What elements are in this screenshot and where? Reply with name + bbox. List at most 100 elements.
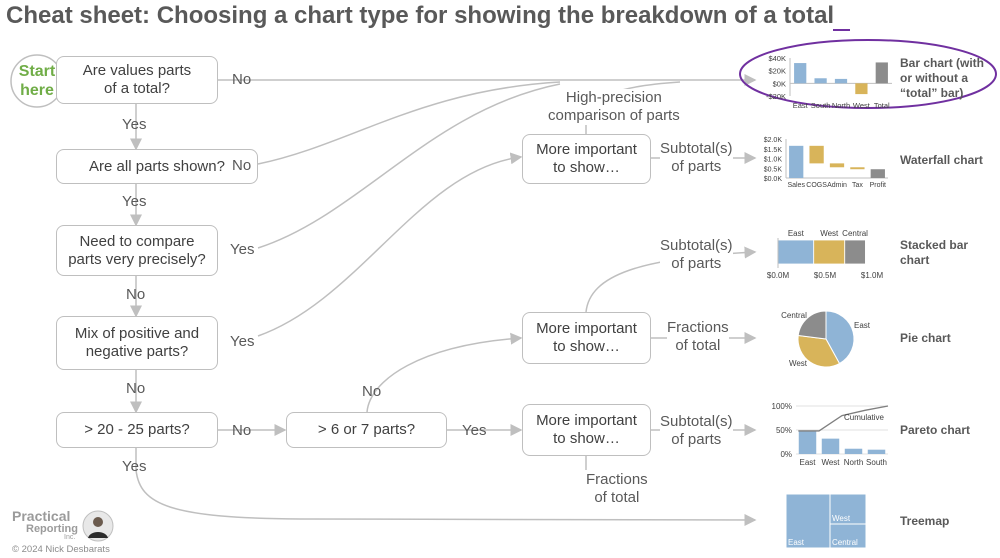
logo-practical: Practical [12,508,71,524]
start-here-label: Start here [18,63,56,99]
waterfall-y-tick: $1.5K [764,147,783,154]
logo-reporting: Reporting [26,523,78,535]
logo-inc: Inc. [64,534,76,541]
label-no-6: No [362,383,382,400]
stacked-x-tick: $0.5M [814,271,837,280]
bar-chart-bar-total [875,62,888,84]
bar-y-tick: $40K [768,54,786,63]
chart-name-bar: Bar chart (with or without a “total” bar… [900,56,985,100]
treemap-tile-central [829,523,867,549]
pareto-bar-east [798,430,817,454]
waterfall-y-tick: $0.0K [764,176,783,183]
label-yes-2: Yes [122,193,147,210]
question-more-important-1: More important to show… [522,134,651,184]
waterfall-x-tick: Sales [787,182,805,189]
author-avatar [82,510,114,542]
label-no-3: No [126,286,146,303]
pie-slice-label: Central [781,311,807,320]
bar-x-tick: West [853,101,871,110]
stacked-x-tick: $1.0M [861,271,884,280]
bar-chart-bar-west [855,83,868,95]
question-over-20-parts: > 20 - 25 parts? [56,412,218,448]
pie-slice-label: East [854,321,871,330]
stacked-segment-west [813,239,846,265]
label-no-5: No [232,422,252,439]
edge-q6-m2 [366,332,523,413]
waterfall-y-tick: $1.0K [764,157,783,164]
edge-q4-m1 [257,152,523,337]
label-fractions-pie: Fractions of total [667,319,729,355]
pie-slice-west [797,334,841,368]
label-no-1: No [232,71,252,88]
edge-q5-treemap [135,448,757,526]
label-yes-5: Yes [462,422,487,439]
treemap-label-west: West [832,514,851,523]
waterfall-x-tick: COGS [806,182,827,189]
pareto-y-tick: 50% [776,426,792,435]
label-fractions-treemap: Fractions of total [586,471,648,507]
waterfall-x-tick: Profit [870,182,886,189]
chart-name-waterfall: Waterfall chart [900,153,983,167]
pareto-x-tick: West [821,458,840,467]
question-more-important-3: More important to show… [522,404,651,456]
pie-slice-east [825,310,855,365]
label-yes-1: Yes [122,116,147,133]
bar-x-tick: East [793,101,809,110]
label-subtotals-waterfall: Subtotal(s) of parts [660,140,733,176]
stacked-segment-east [777,239,815,265]
question-all-parts-shown: Are all parts shown? [56,149,258,184]
waterfall-x-tick: Tax [852,182,863,189]
bar-y-tick: $20K [768,67,786,76]
waterfall-bar-profit [870,169,885,178]
bar-x-tick: Total [874,101,890,110]
question-parts-of-total: Are values parts of a total? [56,56,218,104]
label-subtotals-pareto: Subtotal(s) of parts [660,413,733,449]
bar-chart-highlight [739,39,997,109]
stacked-x-tick: $0.0M [767,271,790,280]
waterfall-x-tick: Admin [827,182,847,189]
question-compare-precisely: Need to compare parts very precisely? [56,225,218,276]
label-subtotals-stacked: Subtotal(s) of parts [660,237,733,273]
edge-q2-bar [257,81,561,165]
waterfall-y-tick: $0.5K [764,166,783,173]
pareto-x-tick: East [799,458,816,467]
pie-slice-label: West [789,359,808,368]
edge-q3-bar [257,83,561,249]
bar-x-tick: North [832,101,850,110]
bar-chart-bar-north [834,78,848,84]
pareto-y-tick: 100% [772,402,792,411]
pareto-cumulative-line [798,405,889,432]
label-no-2: No [232,157,252,174]
label-no-4: No [126,380,146,397]
pareto-y-tick: 0% [780,450,792,459]
bar-chart-bar-south [814,78,827,84]
pareto-x-tick: North [844,458,864,467]
pareto-cumulative-label: Cumulative [844,413,885,422]
waterfall-bar-tax [850,167,865,170]
stacked-segment-label: Central [842,229,868,238]
label-high-precision: High-precision comparison of parts [548,89,680,125]
page-title: Cheat sheet: Choosing a chart type for s… [6,2,835,29]
treemap-label-east: East [788,538,805,547]
bar-chart-bar-east [794,63,807,84]
waterfall-bar-cogs [809,145,824,164]
bar-y-tick: -$20K [766,92,786,101]
question-over-6-parts: > 6 or 7 parts? [286,412,447,448]
pareto-bar-north [844,448,863,454]
chart-name-pie: Pie chart [900,331,951,345]
stacked-segment-label: East [788,229,805,238]
pareto-bar-west [821,438,840,454]
waterfall-y-tick: $2.0K [764,137,783,144]
copyright-footer: © 2024 Nick Desbarats [12,544,110,555]
pareto-x-tick: South [866,458,887,467]
pie-slice-central [797,310,827,340]
label-yes-4: Yes [230,333,255,350]
label-yes-6: Yes [122,458,147,475]
treemap-tile-west [829,493,867,525]
question-positive-negative: Mix of positive and negative parts? [56,316,218,370]
chart-name-treemap: Treemap [900,514,950,528]
chart-name-pareto: Pareto chart [900,423,971,437]
bar-y-tick: $0K [773,79,786,88]
label-yes-3: Yes [230,241,255,258]
